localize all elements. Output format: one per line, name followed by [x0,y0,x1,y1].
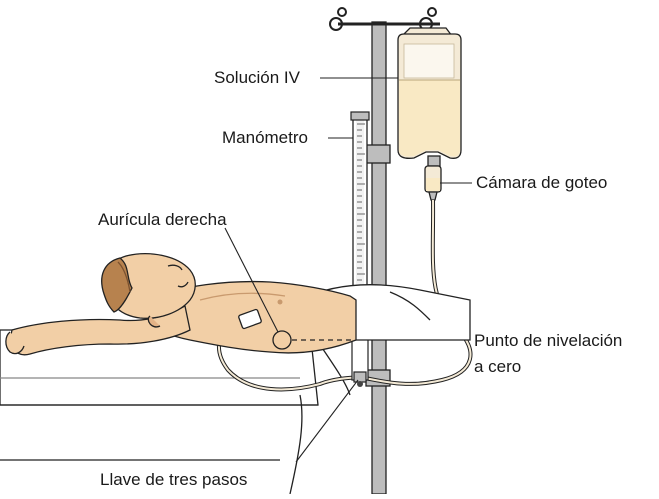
label-zero-point-line2: a cero [474,357,521,377]
label-drip-chamber: Cámara de goteo [476,173,607,193]
manometer [351,112,369,387]
label-manometer: Manómetro [222,128,308,148]
iv-bag [398,28,461,158]
drip-chamber [425,156,441,200]
label-three-way-stopcock: Llave de tres pasos [100,470,247,490]
label-right-atrium: Aurícula derecha [98,210,227,230]
label-iv-solution: Solución IV [214,68,300,88]
label-zero-point-line1: Punto de nivelación [474,331,622,351]
